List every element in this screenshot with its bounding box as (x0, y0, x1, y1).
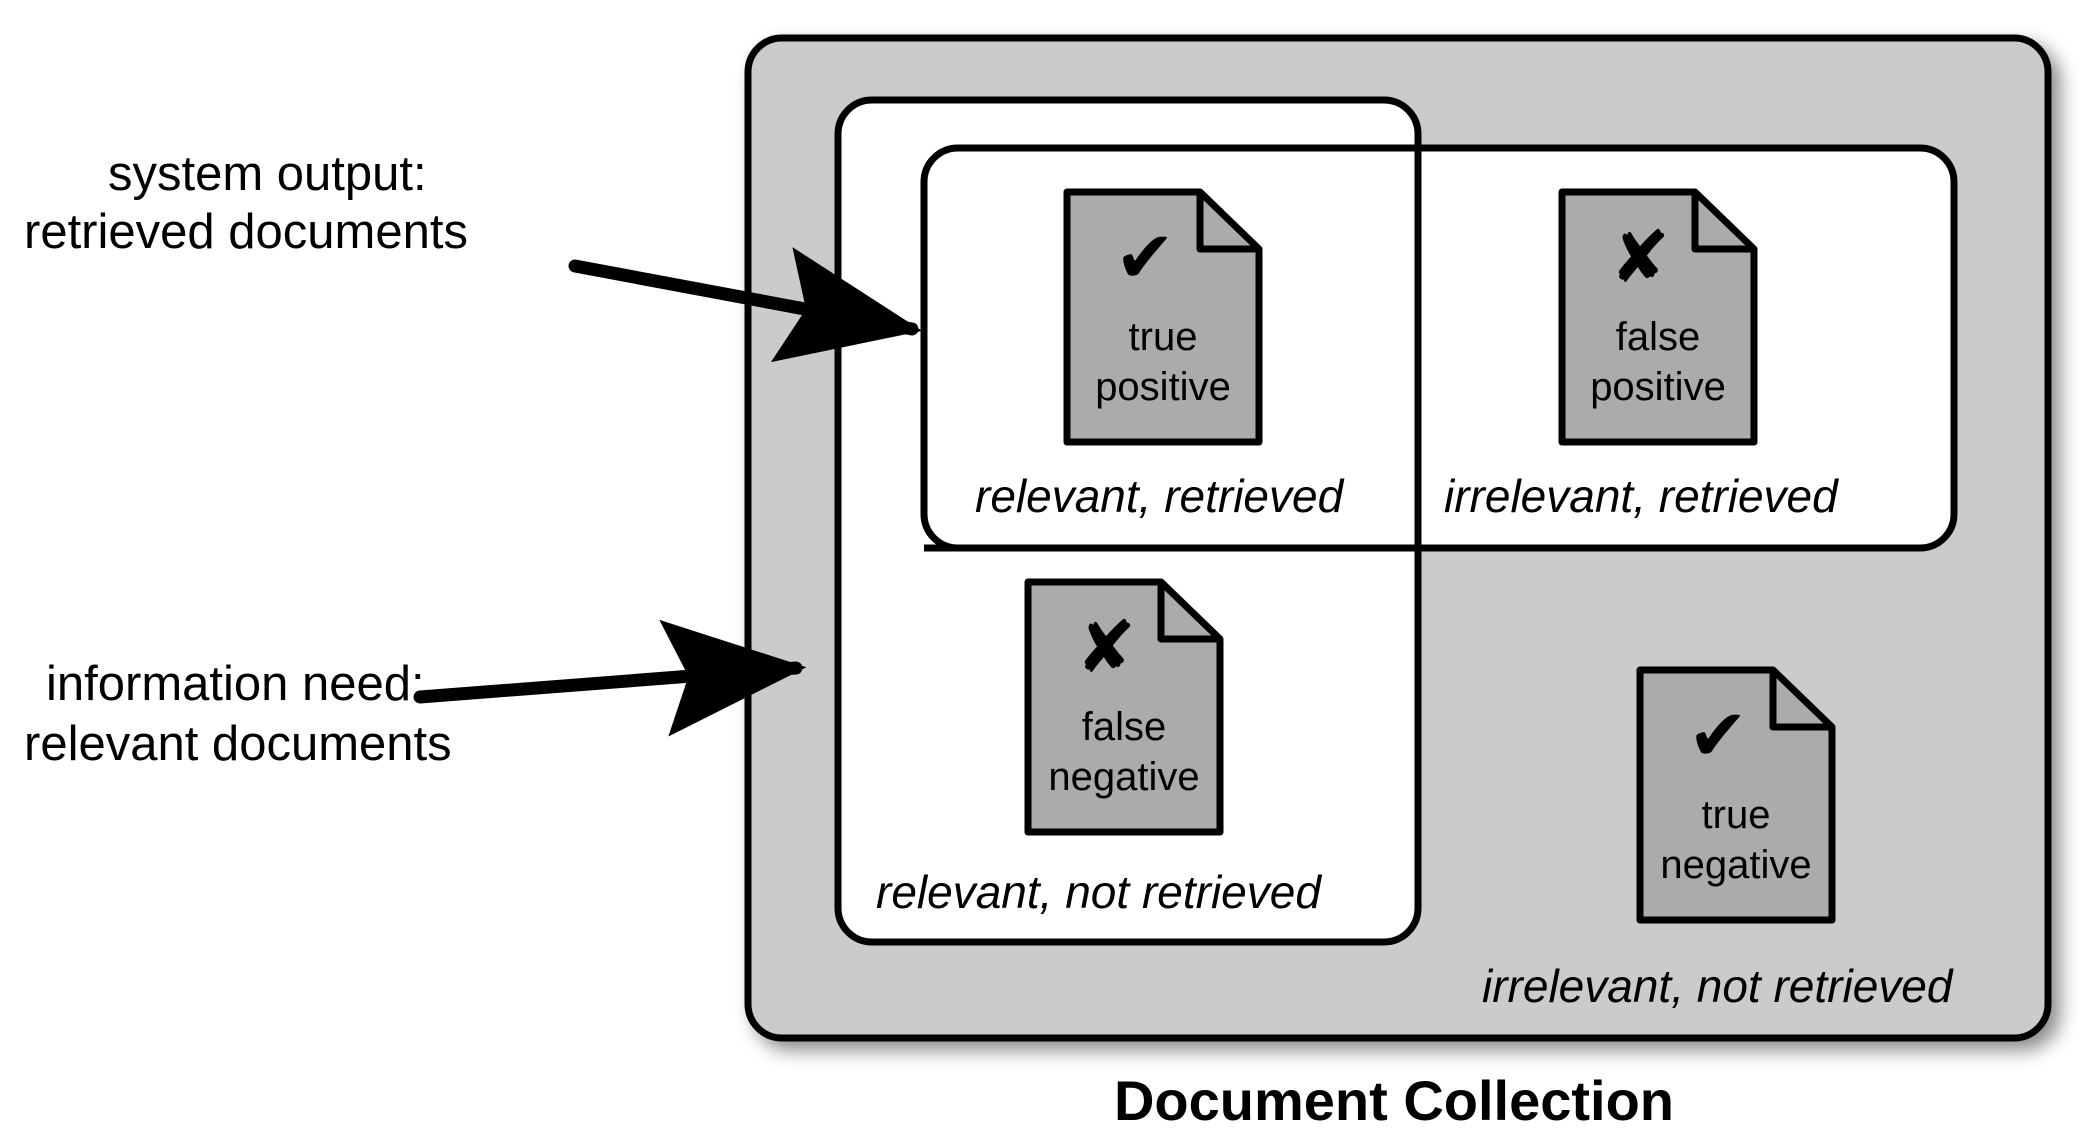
callout-information-need-line1: information need: (46, 657, 425, 711)
cross-mark-icon: ✘ (1076, 605, 1136, 689)
caption-irrelevant-retrieved: irrelevant, retrieved (1444, 470, 1839, 522)
document-label-line2: negative (1660, 843, 1811, 887)
document-false-positive: ✘ false positive (1558, 188, 1758, 446)
check-mark-icon: ✔ (1688, 693, 1748, 777)
document-true-positive: ✔ true positive (1063, 188, 1263, 446)
page-shape (1063, 188, 1263, 446)
callout-information-need-line2: relevant documents (24, 717, 452, 771)
page-fold-icon (1769, 670, 1832, 731)
callout-information-need-arrow (413, 619, 807, 737)
document-label-line1: false (1616, 315, 1701, 359)
page-shape (1558, 188, 1758, 446)
document-label-line2: positive (1095, 365, 1231, 409)
page-fold-icon (1691, 192, 1754, 253)
document-false-negative: ✘ false negative (1024, 578, 1224, 836)
callout-system-output-arrow (568, 247, 923, 363)
caption-relevant-not-retrieved: relevant, not retrieved (876, 866, 1322, 918)
page-title: Document Collection (1114, 1069, 1674, 1132)
caption-irrelevant-not-retrieved: irrelevant, not retrieved (1482, 960, 1954, 1012)
cross-mark-icon: ✘ (1610, 215, 1670, 299)
document-true-negative: ✔ true negative (1636, 666, 1836, 924)
callout-information-need: information need: relevant documents (24, 619, 807, 771)
overlap-seams (924, 148, 1422, 552)
document-label-line2: positive (1590, 365, 1726, 409)
callout-system-output-line1: system output: (108, 147, 427, 201)
callout-system-output: system output: retrieved documents (24, 147, 923, 363)
page-fold-icon (1196, 192, 1259, 253)
check-mark-icon: ✔ (1115, 215, 1175, 299)
document-label-line2: negative (1048, 755, 1199, 799)
callout-system-output-line2: retrieved documents (24, 205, 468, 259)
document-label-line1: false (1082, 705, 1167, 749)
document-label-line1: true (1702, 793, 1771, 837)
caption-relevant-retrieved: relevant, retrieved (975, 470, 1345, 522)
document-label-line1: true (1129, 315, 1198, 359)
page-fold-icon (1157, 582, 1220, 643)
page-shape (1024, 578, 1224, 836)
page-shape (1636, 666, 1836, 924)
